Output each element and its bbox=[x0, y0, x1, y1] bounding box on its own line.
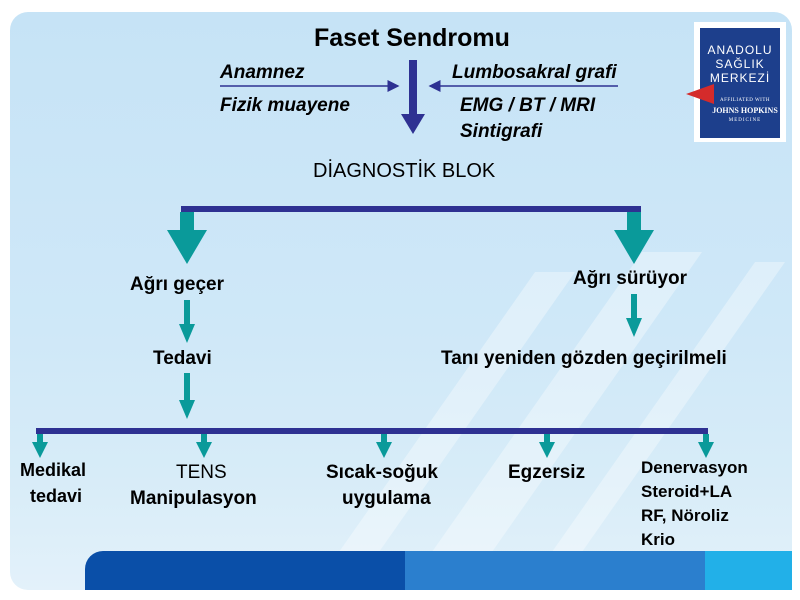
input-anamnez: Anamnez bbox=[220, 62, 305, 83]
arrow-to-tedavi bbox=[179, 324, 195, 343]
input-fizik-muayene: Fizik muayene bbox=[220, 95, 350, 116]
arrow-right-branch bbox=[614, 230, 654, 264]
treatment-bar bbox=[36, 428, 708, 434]
diagnostic-block: DİAGNOSTİK BLOK bbox=[313, 160, 496, 182]
logo-line-1: ANADOLU bbox=[707, 43, 773, 57]
background-panel bbox=[10, 12, 792, 590]
branch-right-label: Ağrı sürüyor bbox=[573, 268, 688, 289]
arrow-to-tani bbox=[626, 318, 642, 337]
split-bar bbox=[181, 206, 641, 212]
logo-line-2: SAĞLIK bbox=[715, 57, 765, 71]
input-lumbosakral: Lumbosakral grafi bbox=[452, 62, 617, 83]
arrow-down-head bbox=[401, 114, 425, 134]
branch-left-label: Ağrı geçer bbox=[130, 274, 224, 295]
logo-medicine: MEDICINE bbox=[728, 118, 762, 123]
logo-johns-hopkins: JOHNS HOPKINS bbox=[712, 106, 778, 115]
logo-line-3: MERKEZİ bbox=[709, 71, 771, 85]
arrow-to-treatments bbox=[179, 400, 195, 419]
bottom-bar bbox=[85, 551, 792, 590]
input-sintigrafi: Sintigrafi bbox=[460, 121, 543, 142]
arrow-left-branch bbox=[167, 230, 207, 264]
arrow-down-stem bbox=[409, 60, 417, 116]
input-emg: EMG / BT / MRI bbox=[460, 95, 596, 116]
branch-left-next: Tedavi bbox=[153, 348, 212, 369]
page-title: Faset Sendromu bbox=[314, 24, 510, 52]
anadolu-logo: ANADOLU SAĞLIK MERKEZİ AFFILIATED WITH J… bbox=[686, 22, 786, 142]
logo-affiliated: AFFILIATED WITH bbox=[719, 98, 771, 103]
branch-right-next: Tanı yeniden gözden geçirilmeli bbox=[441, 348, 727, 369]
